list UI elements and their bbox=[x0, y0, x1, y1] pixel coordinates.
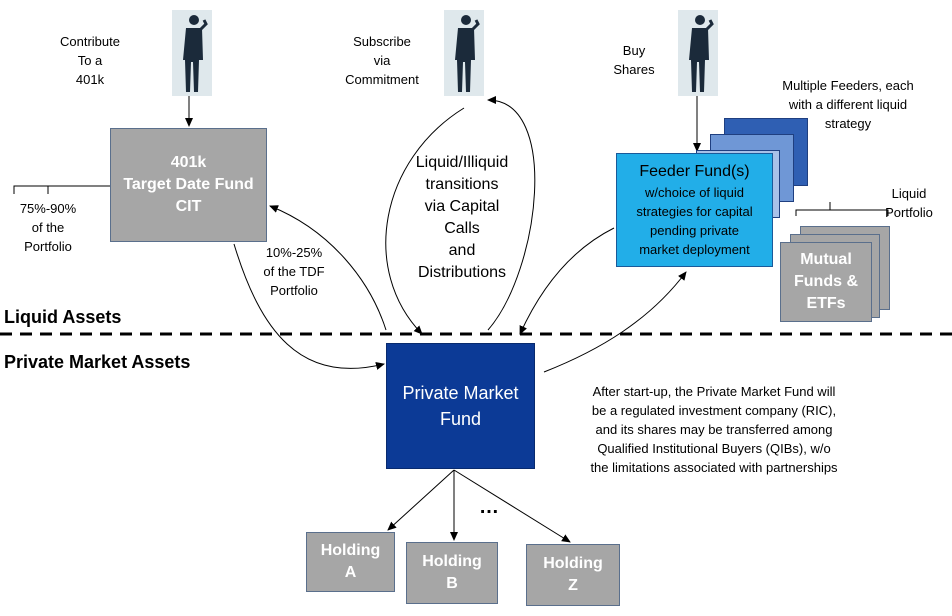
holding-id: A bbox=[344, 564, 357, 581]
liquid-assets-title: Liquid Assets bbox=[4, 307, 122, 327]
transitions-line: Liquid/Illiquid bbox=[415, 154, 509, 171]
transitions-line: and bbox=[448, 242, 476, 259]
feeders-note-line: with a different liquid bbox=[788, 97, 908, 112]
feeder-box-line: pending private bbox=[650, 223, 739, 238]
ric-note-line: and its shares may be transferred among bbox=[595, 422, 833, 437]
holding-name: Holding bbox=[543, 555, 603, 572]
pmf-box-line: Fund bbox=[439, 409, 482, 429]
transitions-line: Calls bbox=[444, 220, 480, 237]
feeder-box-line: market deployment bbox=[639, 242, 750, 257]
transitions-line: Distributions bbox=[417, 264, 507, 281]
mutual-funds-line: ETFs bbox=[806, 295, 846, 312]
liquid-portfolio-bracket bbox=[795, 202, 889, 216]
feeder-box-line: strategies for capital bbox=[636, 204, 753, 219]
distributions-arrow bbox=[487, 96, 536, 331]
holding-id: B bbox=[446, 575, 458, 592]
investor-figure-icon bbox=[172, 10, 212, 96]
feeders-note-line: strategy bbox=[824, 116, 872, 131]
tdf-to-pmf-line: 10%-25% bbox=[265, 245, 323, 260]
tdf-allocation-label: 75%-90% of the Portfolio bbox=[12, 199, 84, 256]
tdf-to-pmf-label: 10%-25% of the TDF Portfolio bbox=[256, 243, 332, 300]
contribute-label: Contribute To a 401k bbox=[48, 32, 132, 89]
holding-z-arrow bbox=[453, 469, 571, 543]
tdf-allocation-line: 75%-90% bbox=[19, 201, 77, 216]
tdf-box-line: Target Date Fund bbox=[123, 176, 254, 193]
feeders-note-line: Multiple Feeders, each bbox=[782, 78, 914, 93]
pmf-to-tdf-arrow bbox=[269, 205, 387, 331]
feeders-note: Multiple Feeders, each with a different … bbox=[768, 76, 928, 133]
transitions-line: transitions bbox=[425, 176, 499, 193]
holding-a-arrow bbox=[387, 469, 455, 531]
ric-note-line: Qualified Institutional Buyers (QIBs), w… bbox=[597, 441, 831, 456]
holding-a-box: Holding A bbox=[306, 532, 395, 592]
capital-calls-arrow bbox=[385, 107, 465, 335]
buy-shares-label-line: Shares bbox=[613, 62, 655, 77]
liquid-portfolio-label: Liquid Portfolio bbox=[874, 184, 944, 222]
buy-shares-label: Buy Shares bbox=[606, 41, 662, 79]
tdf-box-line: 401k bbox=[170, 154, 207, 171]
buy-shares-label-line: Buy bbox=[622, 43, 646, 58]
pmf-box-line: Private Market bbox=[402, 383, 519, 403]
feeder-box-title: Feeder Fund(s) bbox=[639, 163, 750, 180]
allocation-bracket bbox=[47, 185, 110, 194]
tdf-to-pmf-line: Portfolio bbox=[270, 283, 318, 298]
ric-note-line: the limitations associated with partners… bbox=[590, 460, 838, 475]
contribute-label-line: Contribute bbox=[60, 34, 120, 49]
tdf-to-pmf-line: of the TDF bbox=[263, 264, 325, 279]
target-date-fund-box: 401k Target Date Fund CIT bbox=[110, 128, 267, 242]
ric-note: After start-up, the Private Market Fund … bbox=[560, 382, 868, 477]
liquid-portfolio-line: Portfolio bbox=[885, 205, 933, 220]
transitions-line: via Capital bbox=[424, 198, 500, 215]
ric-note-line: be a regulated investment company (RIC), bbox=[591, 403, 837, 418]
subscribe-label: Subscribe via Commitment bbox=[336, 32, 428, 89]
mutual-funds-line: Funds & bbox=[794, 273, 858, 290]
holding-b-box: Holding B bbox=[406, 542, 498, 604]
liquid-portfolio-line: Liquid bbox=[891, 186, 927, 201]
pmf-to-feeder-arrow bbox=[543, 271, 687, 373]
tdf-box-line: CIT bbox=[175, 198, 202, 215]
holding-name: Holding bbox=[422, 553, 482, 570]
tdf-to-pmf-arrow bbox=[233, 243, 385, 370]
private-market-fund-box: Private Market Fund bbox=[386, 343, 535, 469]
mutual-funds-line: Mutual bbox=[800, 251, 852, 268]
tdf-allocation-line: of the bbox=[31, 220, 65, 235]
holdings-ellipsis: … bbox=[479, 496, 499, 518]
holding-id: Z bbox=[568, 577, 578, 594]
contribute-label-line: To a bbox=[77, 53, 103, 68]
subscribe-label-line: Subscribe bbox=[353, 34, 411, 49]
investor-figure-icon bbox=[678, 10, 718, 96]
subscribe-label-line: Commitment bbox=[345, 72, 419, 87]
holding-name: Holding bbox=[320, 542, 381, 559]
ric-note-line: After start-up, the Private Market Fund … bbox=[592, 384, 836, 399]
holding-z-box: Holding Z bbox=[526, 544, 620, 606]
feeder-to-pmf-arrow bbox=[519, 227, 615, 335]
private-market-assets-title: Private Market Assets bbox=[4, 352, 191, 372]
feeder-fund-box: Feeder Fund(s) w/choice of liquid strate… bbox=[616, 153, 773, 267]
mutual-funds-box: Mutual Funds & ETFs bbox=[780, 242, 872, 322]
transitions-label: Liquid/Illiquid transitions via Capital … bbox=[402, 152, 522, 284]
feeder-box-line: w/choice of liquid bbox=[645, 185, 744, 200]
investor-figure-icon bbox=[444, 10, 484, 96]
subscribe-label-line: via bbox=[373, 53, 391, 68]
contribute-label-line: 401k bbox=[75, 72, 105, 87]
tdf-allocation-line: Portfolio bbox=[24, 239, 72, 254]
